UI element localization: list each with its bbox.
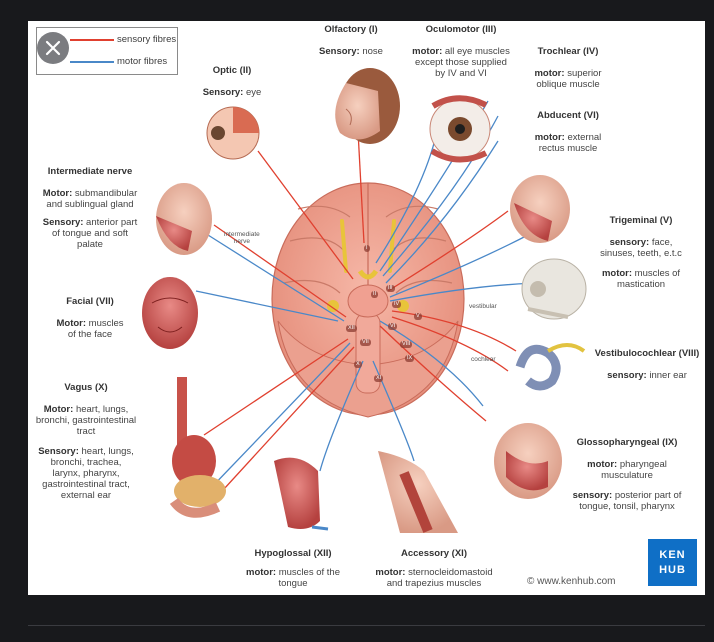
brain-numeral-3: III: [386, 285, 395, 292]
vestibulocochlear-label: Vestibulocochlear (VIII) sensory: inner …: [594, 348, 700, 381]
brain-numeral-9: IX: [405, 355, 415, 362]
oculomotor-eyeball-illustration: [429, 95, 491, 163]
trochlear-label: Trochlear (IV) motor: superior oblique m…: [534, 46, 602, 90]
optic-label: Optic (II) Sensory: eye: [202, 65, 262, 98]
brain-numeral-11: XI: [374, 375, 384, 382]
bottom-divider: [28, 625, 705, 626]
vagus-label: Vagus (X) Motor: heart, lungs, bronchi, …: [35, 382, 137, 501]
brain-numeral-5: V: [414, 313, 422, 320]
trigeminal-skull-illustration: [521, 258, 587, 320]
hypoglossal-label: Hypoglossal (XII) motor: muscles of the …: [246, 548, 340, 589]
abducent-label: Abducent (VI) motor: external rectus mus…: [534, 110, 602, 154]
brain-numeral-8: VIII: [400, 341, 413, 348]
brain-numeral-2: II: [371, 291, 379, 298]
intermediate-nerve-label: Intermediate nerve Motor: submandibular …: [42, 166, 138, 250]
olfactory-label: Olfactory (I) Sensory: nose: [319, 24, 383, 57]
cranial-nerves-artwork: [142, 68, 587, 533]
accessory-neck-illustration: [378, 451, 458, 533]
brain-numeral-12: XII: [346, 325, 357, 332]
trigeminal-label: Trigeminal (V) sensory: face, sinuses, t…: [600, 215, 682, 290]
brain-numeral-10: X: [354, 361, 362, 368]
intermediate-nerve-small-label: intermediate nerve: [224, 231, 260, 245]
legend-sensory-label: sensory fibres: [117, 34, 177, 45]
brain-numeral-1: I: [364, 245, 370, 252]
facial-label: Facial (VII) Motor: muscles of the face: [56, 296, 124, 340]
legend-motor-label: motor fibres: [117, 56, 168, 67]
hypoglossal-tongue-illustration: [274, 457, 329, 531]
glossopharyngeal-head-illustration: [494, 423, 562, 499]
inner-ear-illustration: [515, 343, 586, 391]
brain-numeral-4: IV: [392, 301, 402, 308]
legend-sensory-line: [70, 39, 114, 41]
close-icon: [45, 40, 61, 56]
optic-eye-illustration: [206, 106, 260, 160]
vestibular-small-label: vestibular: [469, 303, 497, 310]
copyright-text: © www.kenhub.com: [527, 576, 616, 587]
cochlear-small-label: cochlear: [471, 356, 496, 363]
facial-muscle-illustration: [142, 277, 198, 349]
glossopharyngeal-label: Glossopharyngeal (IX) motor: pharyngeal …: [572, 437, 682, 512]
oculomotor-label: Oculomotor (III) motor: all eye muscles …: [412, 24, 510, 79]
brain-numeral-7: VII: [360, 339, 371, 346]
intermediate-face-illustration: [156, 183, 212, 255]
vagus-organs-illustration: [169, 377, 226, 518]
trochlear-head-illustration: [510, 175, 570, 243]
brain-base-illustration: [271, 182, 465, 418]
kenhub-logo[interactable]: KEN HUB: [648, 539, 697, 586]
close-button[interactable]: [37, 32, 69, 64]
diagram-card: intermediate nerve vestibular cochlear I…: [28, 21, 705, 595]
legend-motor-line: [70, 61, 114, 63]
accessory-label: Accessory (XI) motor: sternocleidomastoi…: [375, 548, 493, 589]
brain-numeral-6: VI: [388, 323, 398, 330]
olfactory-head-illustration: [335, 68, 400, 144]
